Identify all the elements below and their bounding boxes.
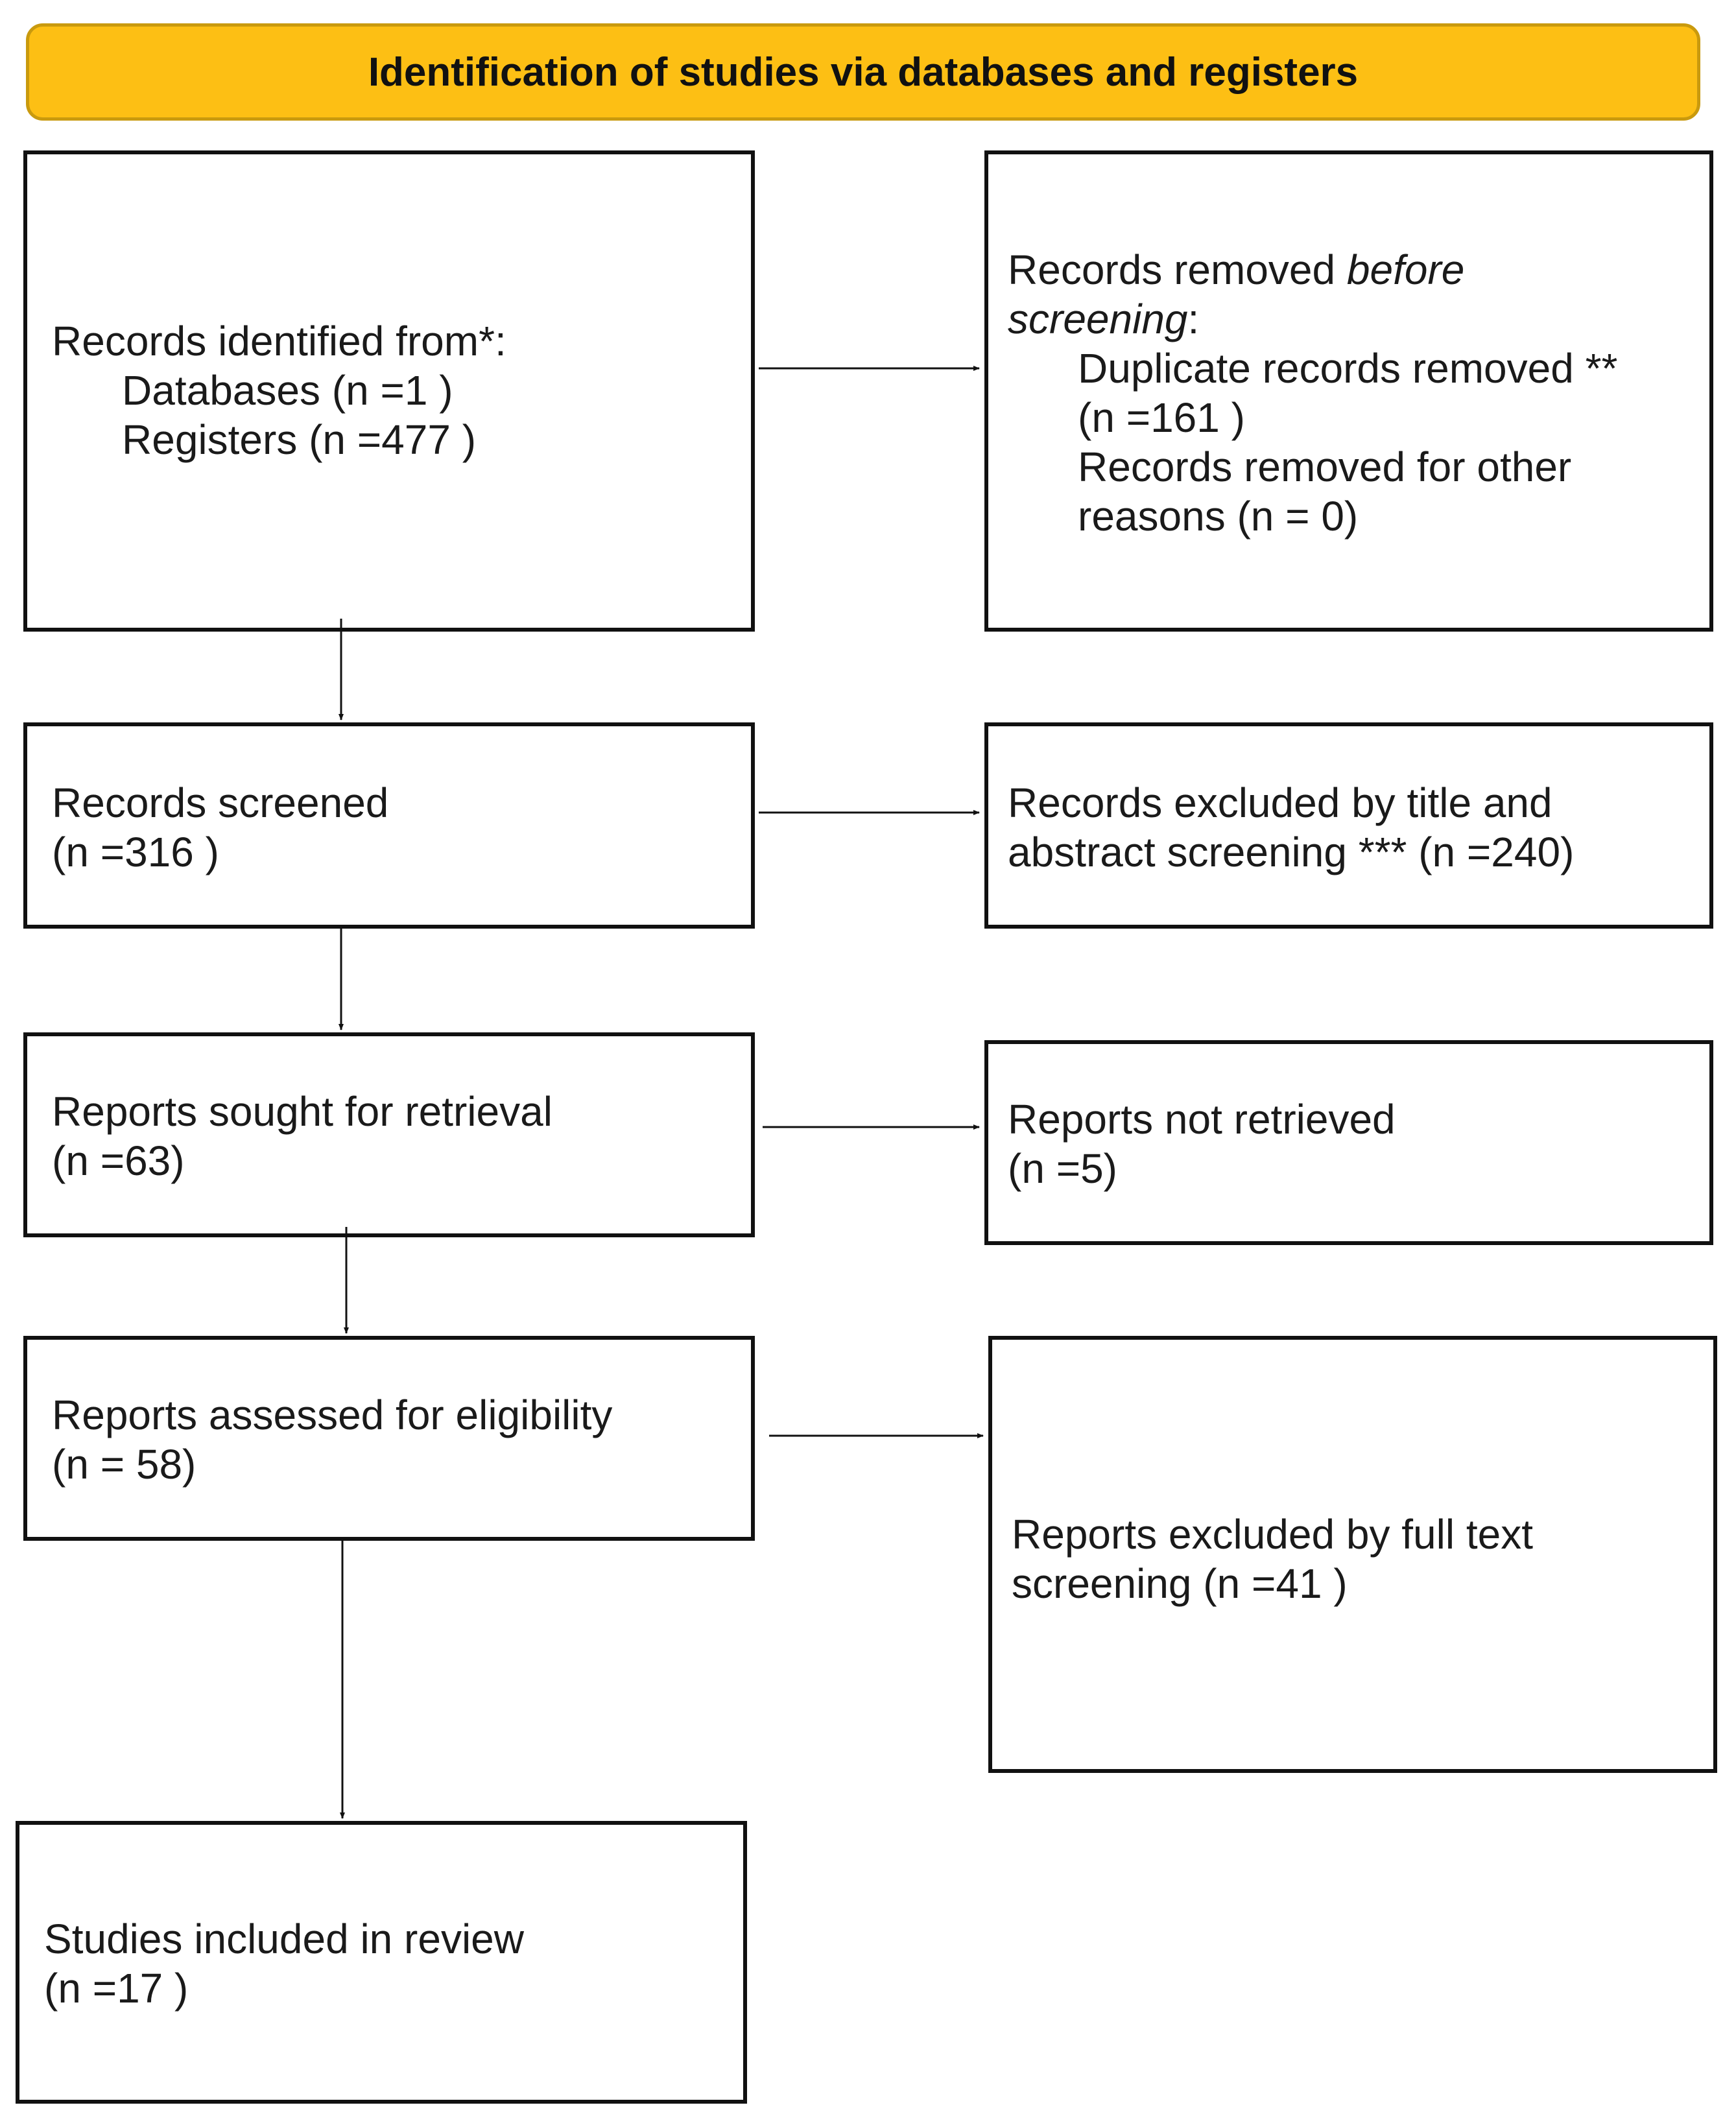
studies-included-count: (n =17 ) <box>44 1965 189 2012</box>
records-removed-heading: Records removed before <box>1008 246 1465 293</box>
reports-not-retrieved-count: (n =5) <box>1008 1145 1117 1192</box>
records-excluded-box: Records excluded by title and abstract s… <box>984 722 1713 929</box>
other-removed-label: Records removed for other <box>1078 444 1572 490</box>
records-screened-count: (n =316 ) <box>52 829 219 875</box>
records-screened-box: Records screened (n =316 ) <box>23 722 755 929</box>
reports-sought-label: Reports sought for retrieval <box>52 1088 553 1135</box>
reports-sought-count: (n =63) <box>52 1137 185 1184</box>
reports-not-retrieved-box: Reports not retrieved (n =5) <box>984 1040 1713 1245</box>
reports-not-retrieved-label: Reports not retrieved <box>1008 1096 1396 1143</box>
duplicates-removed-count: (n =161 ) <box>1078 394 1245 441</box>
records-removed-box: Records removed before screening: Duplic… <box>984 150 1713 632</box>
reports-excluded-fulltext-box: Reports excluded by full text screening … <box>988 1336 1717 1773</box>
reports-excluded-fulltext-label: Reports excluded by full text <box>1012 1511 1533 1558</box>
other-removed-count: reasons (n = 0) <box>1078 493 1359 540</box>
records-removed-heading-2: screening: <box>1008 296 1200 342</box>
reports-assessed-count: (n = 58) <box>52 1441 196 1488</box>
registers-count: Registers (n =477 ) <box>122 416 477 463</box>
records-identified-box: Records identified from*: Databases (n =… <box>23 150 755 632</box>
reports-sought-box: Reports sought for retrieval (n =63) <box>23 1032 755 1237</box>
records-excluded-count: abstract screening *** (n =240) <box>1008 829 1575 875</box>
records-identified-label: Records identified from*: <box>52 318 506 364</box>
records-excluded-label: Records excluded by title and <box>1008 779 1552 826</box>
identification-header: Identification of studies via databases … <box>26 23 1700 121</box>
records-screened-label: Records screened <box>52 779 389 826</box>
reports-assessed-label: Reports assessed for eligibility <box>52 1392 613 1438</box>
identification-header-title: Identification of studies via databases … <box>368 49 1359 95</box>
reports-excluded-fulltext-count: screening (n =41 ) <box>1012 1560 1348 1607</box>
databases-count: Databases (n =1 ) <box>122 367 453 414</box>
duplicates-removed-label: Duplicate records removed ** <box>1078 345 1618 392</box>
studies-included-label: Studies included in review <box>44 1916 524 1962</box>
studies-included-box: Studies included in review (n =17 ) <box>16 1821 747 2104</box>
reports-assessed-box: Reports assessed for eligibility (n = 58… <box>23 1336 755 1541</box>
